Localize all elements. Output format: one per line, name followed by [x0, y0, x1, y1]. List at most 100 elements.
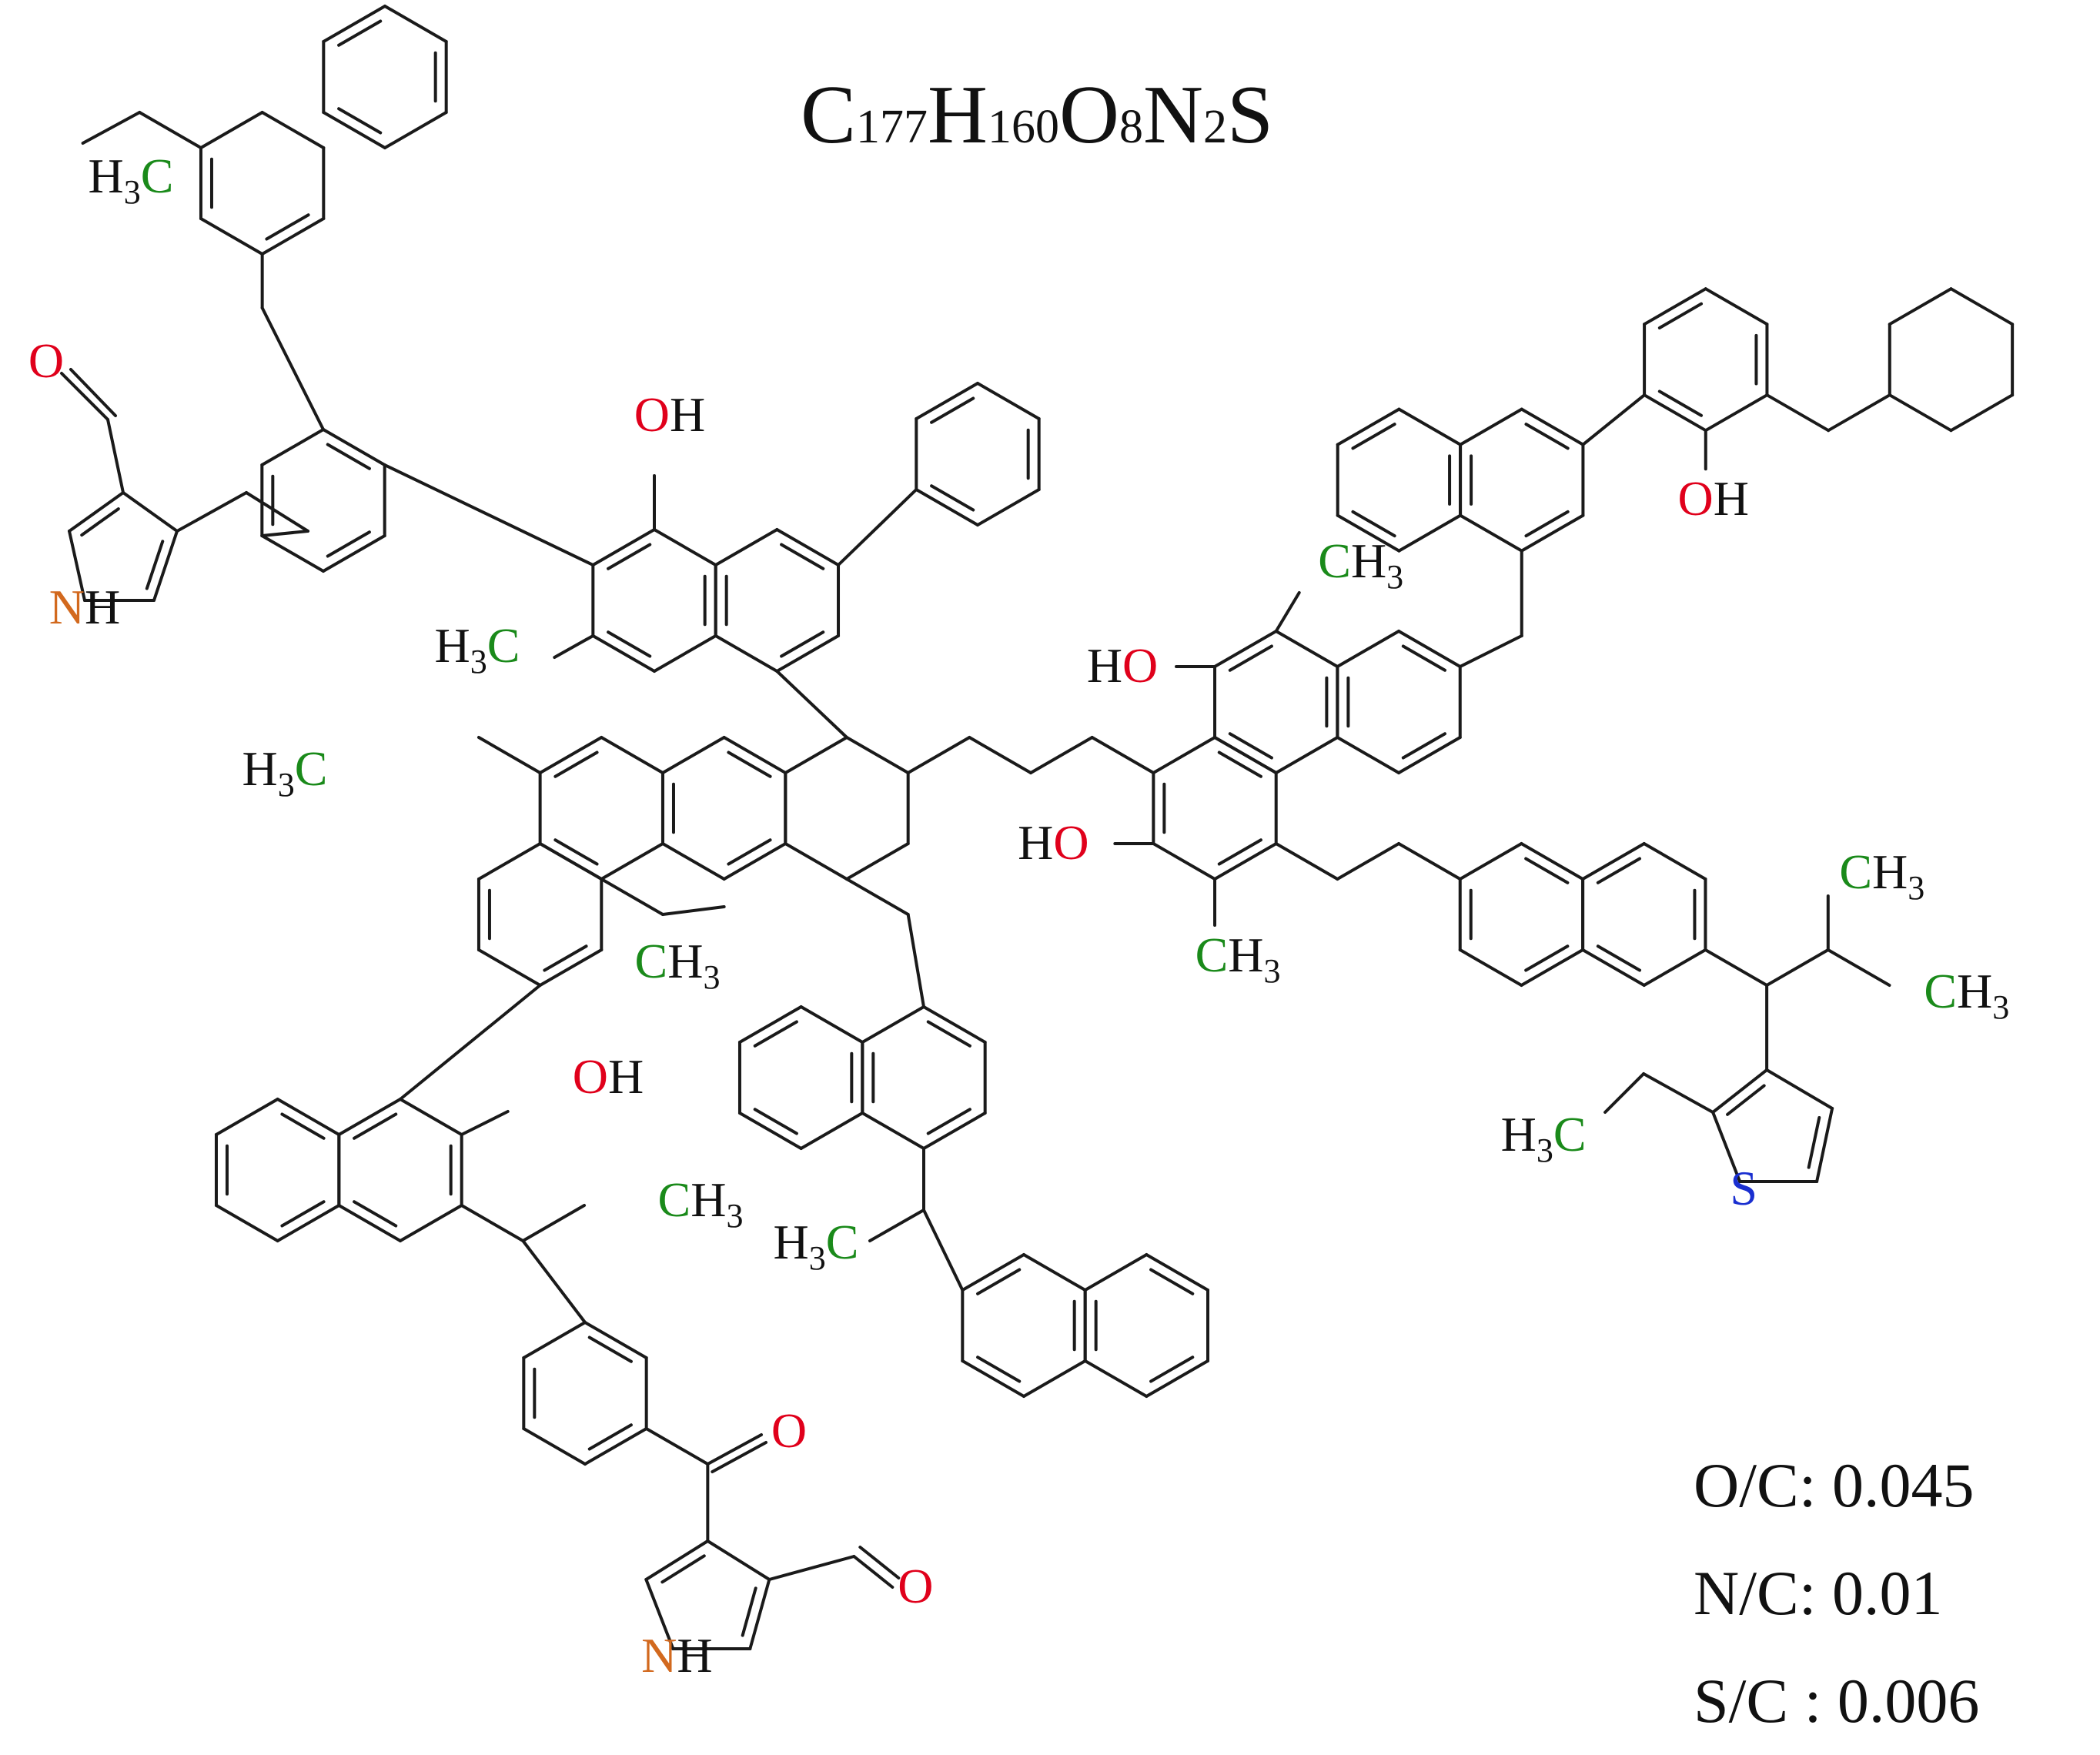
benzene-ring: [587, 1335, 633, 1363]
alkyl-bond: [460, 1204, 525, 1242]
phenol-ring: [1643, 287, 1707, 326]
atom-labels: H3CONHOHH3CH3CCH3OHCH3ONHOH3CHOCH3HOCH3O…: [28, 149, 2009, 1683]
phenol-ring: [1704, 287, 1769, 326]
naphthalene-ring: [322, 111, 386, 149]
ch3-label: CH3: [1195, 928, 1281, 990]
cyclohexyl-ring: [1888, 287, 1953, 326]
naphthol-ring: [780, 630, 825, 658]
formula-n-count: 2: [1203, 101, 1228, 153]
naphthalene-ring: [265, 213, 310, 241]
phenanthrene-ring: [1397, 736, 1462, 774]
naphthalene-ring: [861, 1005, 925, 1044]
phenanthrene-ring: [1401, 644, 1446, 672]
biaryl-bond: [383, 463, 595, 567]
naphthalene-ring: [1524, 510, 1570, 538]
pyrrole-double: [741, 1586, 757, 1637]
anthracene-ring: [600, 842, 664, 881]
naphthalene-ring: [1524, 944, 1570, 972]
formula-c: C: [801, 69, 857, 161]
naphthalene-ring: [383, 111, 448, 149]
aldehyde-o-label: O: [28, 333, 64, 388]
pyrrole-ring: [152, 530, 179, 602]
cyclohexane-ring: [784, 736, 848, 774]
ketone-bond: [644, 1427, 710, 1466]
ethyl-bond: [81, 111, 142, 145]
naphthalene-ring: [1149, 1356, 1195, 1383]
anthracene-ring: [600, 736, 664, 774]
anthracene-ring: [660, 842, 726, 881]
phenyl-ring: [976, 382, 1041, 420]
naphthol-ring: [607, 543, 652, 570]
aldehyde-bond: [852, 1555, 895, 1589]
h3c-label: H3C: [89, 149, 174, 211]
naphthalene-ring: [1351, 510, 1396, 538]
naphthalene-ring: [260, 111, 326, 149]
ethyl-bond: [600, 878, 664, 916]
phenanthrene-ring: [1397, 630, 1462, 668]
naphthol-ring: [607, 630, 652, 658]
ethylene-bond: [1274, 842, 1339, 881]
naphthalene-ring: [1149, 1268, 1195, 1295]
naphthalene-ring: [799, 1005, 864, 1044]
naphthalene-ring: [1520, 948, 1585, 987]
alkyl-bond: [1704, 948, 1769, 987]
naphthol-ring: [337, 1204, 402, 1242]
propyl-chain: [968, 736, 1033, 774]
naphthalene-ring: [753, 1108, 798, 1135]
naphthalene-ring: [1458, 948, 1523, 987]
phenanthrene-ring: [1336, 736, 1401, 774]
naphthalene-ring: [799, 1112, 864, 1150]
methylene-bond: [1458, 634, 1523, 668]
formula-o-count: 8: [1119, 101, 1144, 153]
naphthalene-ring: [922, 1005, 987, 1044]
naphthalene-ring: [1397, 513, 1463, 553]
ch3-label: CH3: [1318, 533, 1403, 596]
anthracene-ring: [553, 750, 599, 778]
propyl-chain: [1029, 736, 1094, 774]
phenanthrene-ring: [1228, 644, 1273, 672]
phenyl-ring: [930, 396, 975, 424]
pyrrole-ring: [748, 1578, 771, 1650]
biaryl-bond: [837, 488, 918, 567]
ch3-label: CH3: [635, 934, 721, 996]
ethylene-bond: [245, 491, 309, 533]
ketone-bond: [711, 1441, 768, 1473]
naphthalene-ring: [1581, 948, 1646, 987]
formula-h: H: [928, 69, 988, 161]
propyl-chain: [1090, 736, 1155, 774]
anthracene-ring: [538, 948, 604, 987]
naphthalene-ring: [1524, 423, 1570, 450]
propyl-chain: [906, 736, 971, 774]
naphthalene-ring: [1022, 1253, 1087, 1292]
naphthalene-ring: [1642, 842, 1707, 881]
ring-link-bond: [775, 670, 848, 739]
cyclohexane-ring: [845, 736, 910, 774]
benzene-ring: [584, 1427, 648, 1466]
naphthol-ring: [280, 1200, 326, 1228]
naphthalene-ring: [1596, 944, 1642, 972]
naphthalene-ring: [926, 1108, 971, 1135]
naphthol-ring: [353, 1200, 398, 1228]
phenyl-ring: [915, 382, 979, 420]
naphthalene-ring: [260, 217, 326, 256]
molecular-formula: C177H160O8N2S: [801, 68, 1273, 163]
thiophene-ring: [1711, 1111, 1742, 1183]
cyclohexane-ring: [784, 842, 848, 881]
ethylene-bond: [260, 530, 309, 537]
naphthalene-ring: [1581, 842, 1646, 881]
naphthalene-ring: [1520, 513, 1585, 553]
naphthol-ring: [591, 528, 656, 567]
alkyl-bond: [1826, 948, 1891, 987]
aldehyde-bond: [106, 418, 125, 494]
naphthalene-ring: [322, 5, 386, 43]
pyrrole-ring: [68, 491, 125, 533]
naphthalene-ring: [1145, 1253, 1210, 1292]
h3c-label: H3C: [435, 618, 520, 680]
formula-s: S: [1227, 69, 1274, 161]
anthracene-ring: [477, 948, 542, 987]
pyrrole-ring: [122, 491, 179, 533]
naphthol-ring: [714, 634, 779, 673]
phenanthrene-ring: [1152, 736, 1217, 774]
h3c-label: H3C: [774, 1215, 859, 1277]
pyrrole-ring: [68, 530, 86, 602]
